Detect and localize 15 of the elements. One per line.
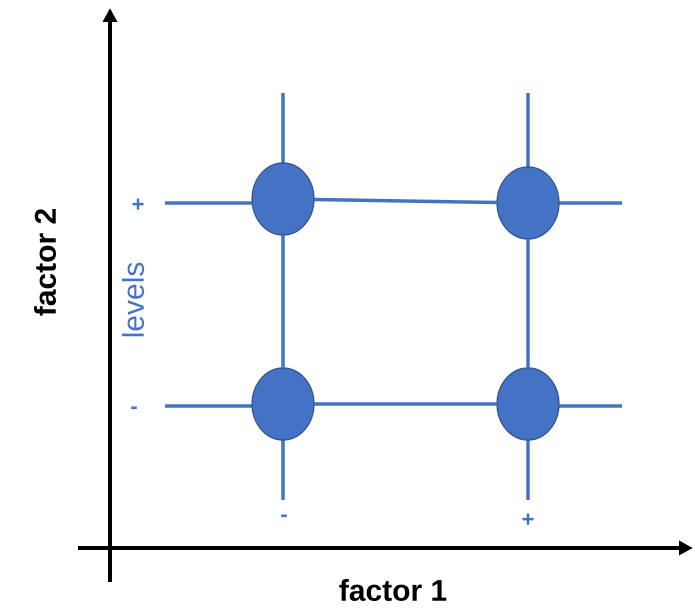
level-point (251, 162, 315, 236)
level-sign: - (131, 406, 137, 410)
grid-line (314, 402, 496, 406)
level-sign: - (281, 514, 287, 518)
axis-title: factor 1 (339, 578, 446, 601)
axis-title: factor 2 (34, 209, 56, 316)
level-sign: + (522, 514, 534, 525)
level-sign: + (132, 198, 144, 210)
axis-label: levels (122, 262, 144, 336)
grid-line (281, 236, 285, 368)
level-point (251, 367, 315, 441)
level-point (496, 367, 560, 441)
level-point (496, 166, 560, 240)
grid-line (526, 240, 530, 368)
grid-line (314, 198, 496, 204)
